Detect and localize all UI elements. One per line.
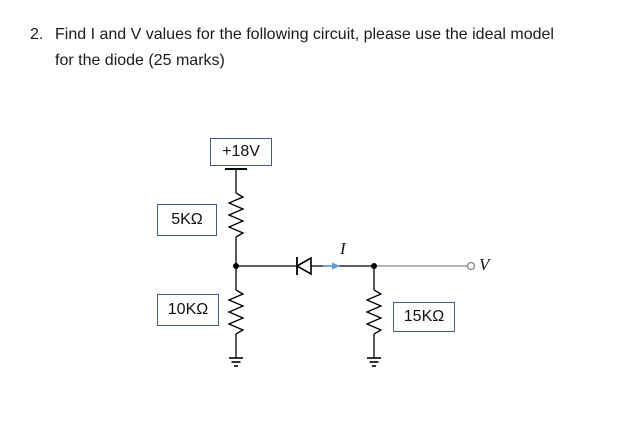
question-line-2: for the diode (25 marks) — [55, 52, 225, 69]
resistor-15k-label: 15KΩ — [393, 302, 455, 332]
diode-symbol — [295, 256, 374, 276]
question-line-1: Find I and V values for the following ci… — [55, 26, 554, 43]
current-arrow — [323, 262, 340, 270]
resistor-5k-label: 5KΩ — [157, 204, 217, 236]
ground-symbol-left — [229, 357, 243, 367]
resistor-5k-zigzag — [227, 192, 245, 238]
junction-node-left — [233, 263, 239, 269]
current-label: I — [340, 239, 346, 258]
resistor-15k-zigzag — [365, 289, 383, 335]
resistor-10k-zigzag — [227, 289, 245, 335]
output-terminal — [466, 261, 476, 271]
junction-node-right — [371, 263, 377, 269]
output-voltage-label: V — [479, 255, 490, 274]
question-number: 2. — [30, 26, 44, 43]
resistor-10k-label: 10KΩ — [157, 294, 219, 326]
supply-voltage-label: +18V — [210, 138, 272, 166]
ground-symbol-right — [367, 357, 381, 367]
